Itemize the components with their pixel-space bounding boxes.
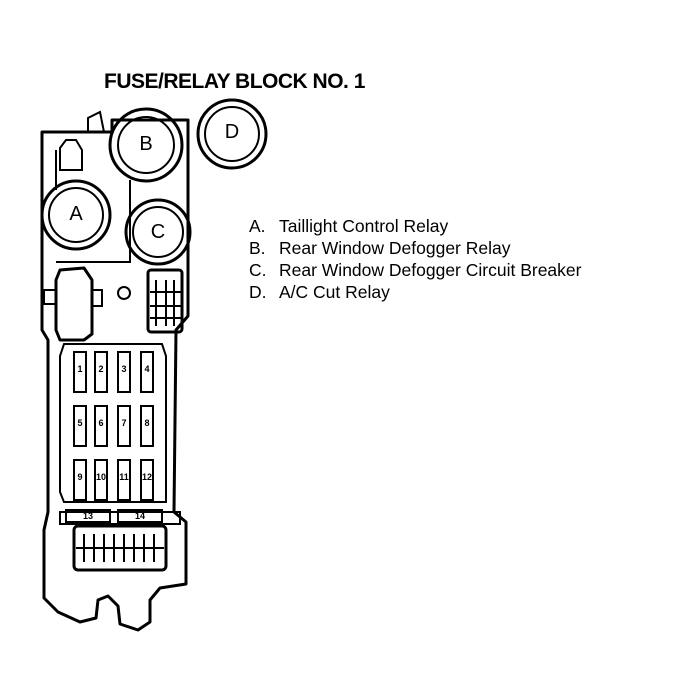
fuse-8[interactable] (140, 405, 154, 447)
fuse-11[interactable] (117, 459, 131, 501)
legend-key: C. (249, 260, 267, 280)
relay-legend: A. Taillight Control Relay B. Rear Window … (249, 215, 581, 303)
fuse-7[interactable] (117, 405, 131, 447)
fuse-number: 5 (77, 418, 82, 428)
fuse-2[interactable] (94, 351, 108, 393)
fuse-5[interactable] (73, 405, 87, 447)
fuse-number: 13 (83, 511, 93, 521)
fuse-number: 8 (144, 418, 149, 428)
fuse-number: 2 (98, 364, 103, 374)
fuse-number: 6 (98, 418, 103, 428)
block-housing (40, 118, 190, 632)
relay-b[interactable]: B (108, 107, 184, 183)
fuse-1[interactable] (73, 351, 87, 393)
relay-d[interactable]: D (196, 98, 268, 170)
fuse-9[interactable] (73, 459, 87, 501)
legend-text: Rear Window Defogger Circuit Breaker (279, 260, 582, 280)
legend-text: Taillight Control Relay (279, 216, 449, 236)
fuse-number: 4 (144, 364, 149, 374)
bottom-connector (59, 511, 181, 572)
legend-text: Rear Window Defogger Relay (279, 238, 511, 258)
fuse-number: 9 (77, 472, 82, 482)
right-connector (146, 268, 184, 334)
fuse-number: 10 (96, 472, 106, 482)
relay-a[interactable]: A (40, 179, 112, 251)
legend-item-a: A. Taillight Control Relay (249, 215, 581, 237)
fuse-4[interactable] (140, 351, 154, 393)
fuse-field (59, 343, 167, 503)
legend-text: A/C Cut Relay (279, 282, 390, 302)
legend-item-d: D. A/C Cut Relay (249, 281, 581, 303)
fuse-number: 7 (121, 418, 126, 428)
legend-item-c: C. Rear Window Defogger Circuit Breaker (249, 259, 581, 281)
relay-c[interactable]: C (124, 198, 192, 266)
relay-b-label: B (139, 133, 152, 155)
fuse-number: 1 (77, 364, 82, 374)
fuse-3[interactable] (117, 351, 131, 393)
legend-item-b: B. Rear Window Defogger Relay (249, 237, 581, 259)
left-connector (43, 266, 103, 342)
top-connector (59, 110, 105, 171)
fuse-number: 11 (119, 472, 129, 482)
legend-key: A. (249, 216, 266, 236)
fuse-number: 3 (121, 364, 126, 374)
housing-inner-edge (55, 150, 131, 263)
fuse-10[interactable] (94, 459, 108, 501)
fuse-6[interactable] (94, 405, 108, 447)
mounting-hole (117, 286, 131, 300)
fuse-number: 14 (135, 511, 145, 521)
relay-a-label: A (69, 203, 83, 225)
fuse-number: 12 (142, 472, 152, 482)
relay-d-label: D (225, 121, 239, 143)
fuse-13[interactable] (65, 509, 111, 523)
legend-key: B. (249, 238, 266, 258)
relay-c-label: C (151, 221, 165, 243)
diagram-title: FUSE/RELAY BLOCK NO. 1 (104, 70, 365, 93)
fuse-12[interactable] (140, 459, 154, 501)
legend-key: D. (249, 282, 267, 302)
fuse-14[interactable] (117, 509, 163, 523)
